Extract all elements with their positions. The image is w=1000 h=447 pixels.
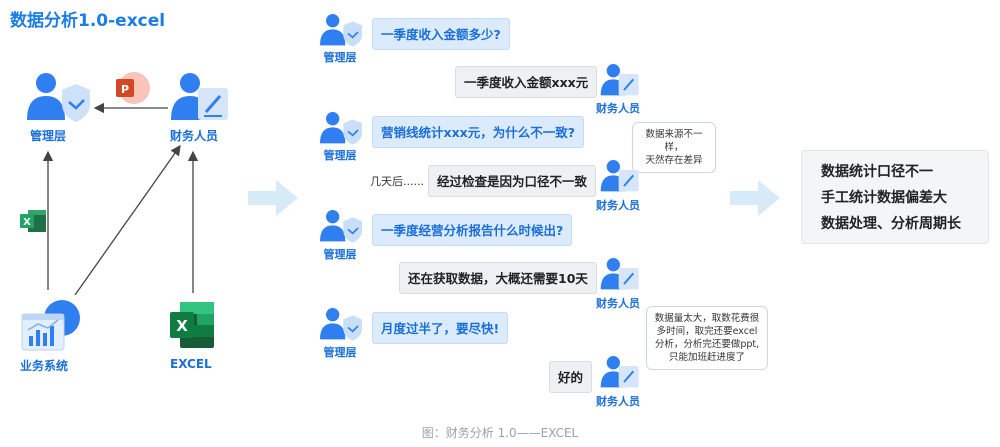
person-shield-icon <box>320 14 362 47</box>
message-bubble-manager: 月度过半了，要尽快! <box>372 312 509 344</box>
speaker-finance-label: 财务人员 <box>596 102 640 115</box>
diagram-connectors <box>42 102 199 296</box>
note-line: 分析，分析完还要做ppt, <box>654 339 760 350</box>
message-bubble-manager: 营销线统计xxx元，为什么不一致? <box>372 116 584 148</box>
powerpoint-icon: P <box>116 72 150 104</box>
person-shield-icon <box>27 73 90 122</box>
excel-label: EXCEL <box>170 357 212 371</box>
person-pen-icon <box>600 64 639 96</box>
finance-label: 财务人员 <box>170 129 219 143</box>
message-bubble-finance: 还在获取数据，大概还需要10天 <box>399 262 597 294</box>
figure-caption: 图：财务分析 1.0——EXCEL <box>421 426 579 440</box>
note-line: 只能加班赶进度了 <box>668 352 745 363</box>
message-bubble-manager: 一季度经营分析报告什么时候出? <box>372 214 573 246</box>
speaker-manager-label: 管理层 <box>323 51 357 64</box>
note-line: 数据量太大，取数花费很 <box>654 313 760 324</box>
note-line: 天然存在差异 <box>645 155 703 166</box>
speaker-finance-label: 财务人员 <box>596 199 640 212</box>
speaker-finance-label: 财务人员 <box>596 297 640 310</box>
message-bubble-finance: 一季度收入金额xxx元 <box>455 66 598 98</box>
person-pen-icon <box>171 73 228 120</box>
excel-icon: X <box>20 210 46 232</box>
person-shield-icon <box>320 210 362 243</box>
excel-icon: X <box>170 302 214 348</box>
flow-arrow-right <box>730 180 780 216</box>
person-shield-icon <box>320 308 362 341</box>
summary-line: 数据统计口径不一 <box>821 164 933 180</box>
svg-text:X: X <box>23 217 31 228</box>
speaker-finance-label: 财务人员 <box>596 395 640 408</box>
summary-line: 手工统计数据偏差大 <box>821 190 947 206</box>
person-pen-icon <box>600 356 639 388</box>
speaker-manager-label: 管理层 <box>323 248 357 261</box>
speaker-manager-label: 管理层 <box>323 149 357 162</box>
message-bubble-manager: 一季度收入金额多少? <box>372 18 510 50</box>
thought-note: 数据来源不一样， 天然存在差异 <box>632 122 716 173</box>
svg-text:X: X <box>176 317 188 335</box>
thought-note: 数据量太大，取数花费很 多时间，取完还要excel 分析，分析完还要做ppt, … <box>646 306 768 370</box>
summary-line: 数据处理、分析周期长 <box>821 216 961 232</box>
manager-label: 管理层 <box>30 129 67 143</box>
message-bubble-finance: 经过检查是因为口径不一致 <box>428 165 597 197</box>
business-system-label: 业务系统 <box>20 359 69 373</box>
chart-screen-icon <box>21 300 80 351</box>
person-pen-icon <box>600 160 639 192</box>
summary-box: 数据统计口径不一 手工统计数据偏差大 数据处理、分析周期长 <box>801 150 989 244</box>
svg-text:P: P <box>121 83 129 96</box>
note-line: 数据来源不一样， <box>645 129 703 153</box>
time-note: 几天后...... <box>370 175 424 188</box>
person-pen-icon <box>600 258 639 290</box>
note-line: 多时间，取完还要excel <box>656 326 758 337</box>
page-title: 数据分析1.0-excel <box>10 11 166 31</box>
speaker-manager-label: 管理层 <box>323 346 357 359</box>
arrow-system-to-finance <box>74 144 181 296</box>
message-bubble-finance: 好的 <box>549 361 593 393</box>
person-shield-icon <box>320 112 362 145</box>
flow-arrow-right <box>248 180 298 216</box>
